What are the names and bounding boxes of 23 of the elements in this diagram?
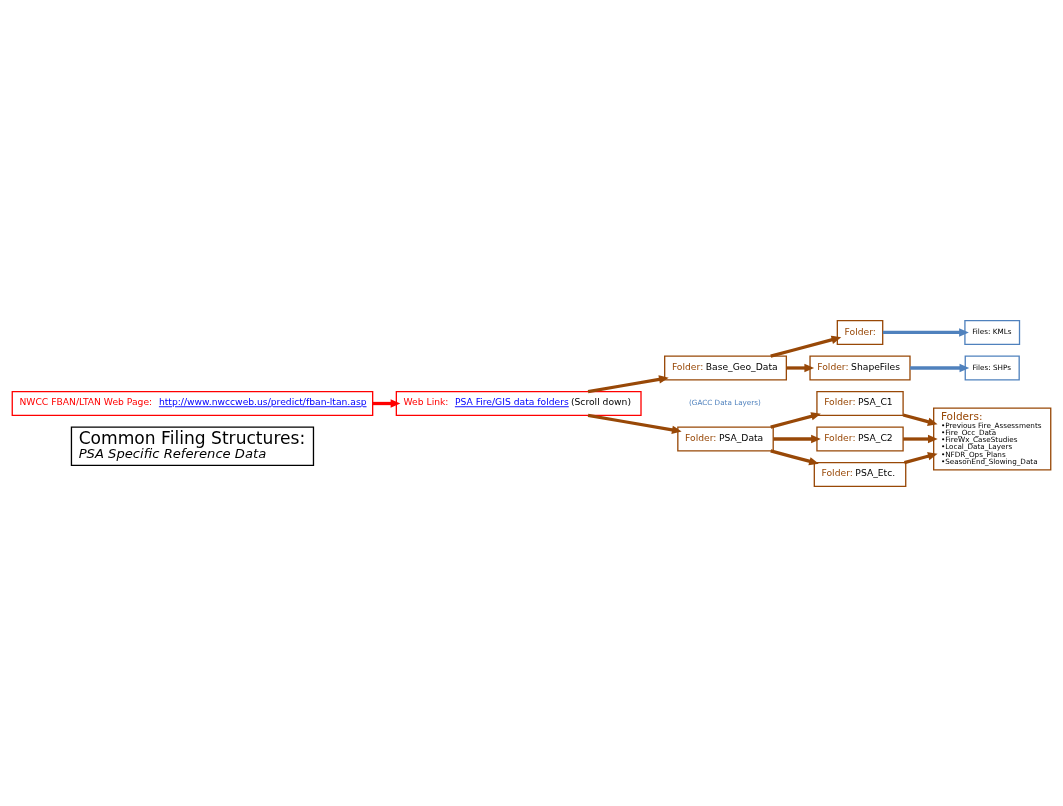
arrow <box>786 363 815 372</box>
node-box: Folder: PSA_C2 <box>816 426 904 451</box>
node-box: Web Link: PSA Fire/GIS data folders (Scroll down) <box>395 390 642 416</box>
node-box: Folder: PSA_Data <box>677 426 774 451</box>
node-box: Folder: ShapeFiles <box>809 355 911 380</box>
arrow <box>587 374 669 393</box>
node-box: Folder: PSA_C1 <box>816 390 904 416</box>
arrow <box>882 327 969 337</box>
node-box: Folder: Base_Geo_Data <box>664 355 787 380</box>
node-box: NWCC FBAN/LTAN Web Page: http://www.nwccweb.us/predict/fban-ltan.asp <box>11 390 374 416</box>
arrow <box>903 434 938 443</box>
arrow <box>587 413 682 434</box>
arrow <box>910 363 970 372</box>
arrow <box>773 434 821 443</box>
node-box: Common Filing Structures: PSA Specific Reference Data <box>70 426 315 466</box>
arrow <box>904 451 938 464</box>
arrow <box>770 335 842 358</box>
node-box: Folder: PSA_Etc. <box>813 461 907 487</box>
arrow <box>372 398 401 408</box>
node-box: Folder: <box>836 319 884 345</box>
arrow <box>902 412 938 426</box>
arrow <box>770 448 819 465</box>
arrow <box>770 411 821 429</box>
